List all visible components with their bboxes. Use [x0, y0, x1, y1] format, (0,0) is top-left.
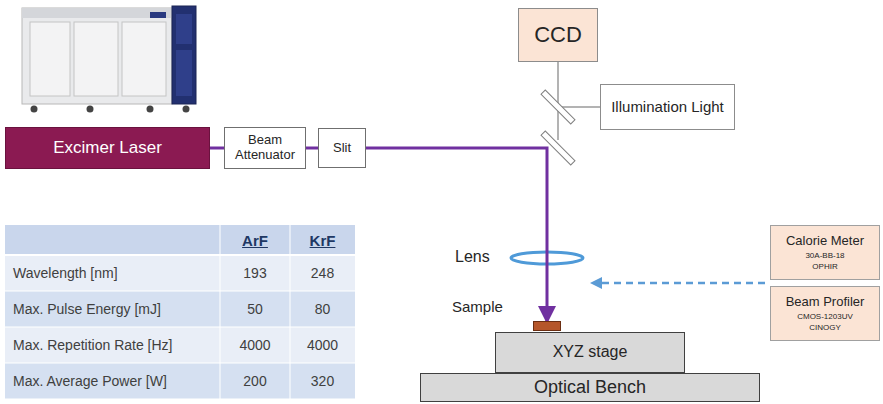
- table-cell: 200: [220, 363, 290, 399]
- table-cell: Max. Average Power [W]: [5, 363, 220, 399]
- table-cell: Max. Repetition Rate [Hz]: [5, 327, 220, 363]
- node-detail: CMOS-1203UV: [797, 312, 853, 321]
- node-title: Optical Bench: [534, 377, 646, 398]
- laser-beam: [366, 148, 547, 321]
- laser-machine-photo: [22, 6, 196, 113]
- table-row: [5, 363, 355, 399]
- sample-block: Sample: [533, 321, 561, 331]
- table-rule: [5, 291, 355, 292]
- laser-box: Excimer Laser: [5, 127, 210, 169]
- table-header: ArF: [220, 225, 290, 255]
- node-title: Sample: [452, 298, 503, 315]
- slit-box: Slit: [318, 128, 366, 168]
- table-rule: [5, 399, 355, 400]
- table-rule: [5, 327, 355, 328]
- node-title: Illumination Light: [611, 98, 724, 115]
- stage-box: XYZ stage: [495, 332, 685, 373]
- laser-beam: [306, 147, 318, 150]
- table-header: KrF: [290, 225, 355, 255]
- table-cell: 80: [290, 291, 355, 327]
- laser-beam: [210, 147, 224, 150]
- node-title: Beam Attenuator: [231, 133, 299, 163]
- ccd-box: CCD: [518, 8, 598, 62]
- node-title: Beam Profiler: [786, 295, 865, 310]
- table-row: [5, 291, 355, 327]
- node-title: Excimer Laser: [53, 138, 162, 158]
- table-rule: [5, 363, 355, 364]
- table-row: [5, 327, 355, 363]
- table-cell: 4000: [290, 327, 355, 363]
- node-detail: CINOGY: [809, 323, 841, 332]
- table-rule: [290, 225, 291, 399]
- table-rule: [5, 254, 355, 256]
- node-title: XYZ stage: [553, 343, 628, 361]
- ccd-light-path: [557, 62, 559, 140]
- node-detail: OPHIR: [812, 262, 837, 271]
- arrowhead: [590, 277, 602, 289]
- table-header-row: [5, 225, 355, 255]
- table-cell: 4000: [220, 327, 290, 363]
- table-cell: Wavelength [nm]: [5, 255, 220, 291]
- node-title: CCD: [534, 22, 582, 47]
- table-cell: Max. Pulse Energy [mJ]: [5, 291, 220, 327]
- table-cell: 320: [290, 363, 355, 399]
- bench-box: Optical Bench: [420, 373, 760, 402]
- measurement-arrow: [600, 282, 765, 285]
- part-label: Lens: [455, 248, 490, 266]
- node-title: Slit: [333, 141, 351, 156]
- illumination-path: [558, 106, 600, 108]
- mirror: [541, 90, 575, 124]
- table-cell: 50: [220, 291, 290, 327]
- instrument-box: Beam ProfilerCMOS-1203UV CINOGY: [770, 286, 880, 341]
- node-title: Calorie Meter: [786, 234, 864, 249]
- attenuator-box: Beam Attenuator: [224, 127, 306, 169]
- table-cell: 248: [290, 255, 355, 291]
- instrument-box: Calorie Meter 30A-BB-18OPHIR: [770, 225, 880, 280]
- light-source-box: Illumination Light: [600, 84, 735, 130]
- node-detail: 30A-BB-18: [805, 251, 844, 260]
- table-cell: 193: [220, 255, 290, 291]
- table-row: [5, 255, 355, 291]
- table-rule: [220, 225, 221, 399]
